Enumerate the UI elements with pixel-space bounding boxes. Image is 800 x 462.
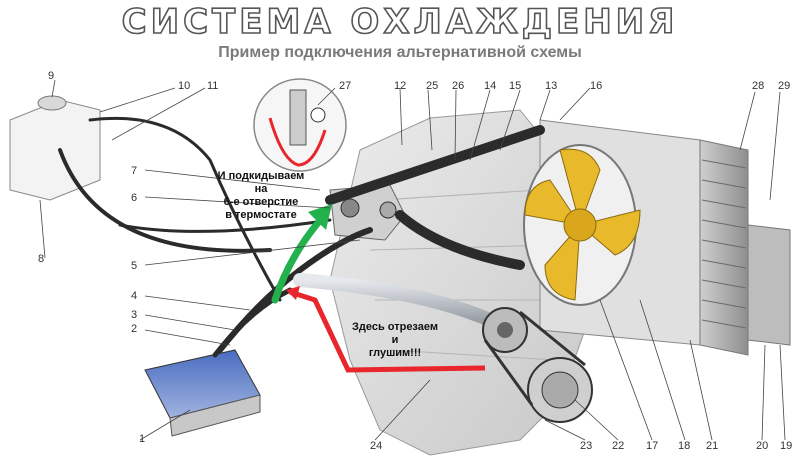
callout-12: 12	[394, 80, 407, 92]
callout-29: 29	[778, 80, 791, 92]
annotation-top: И подкидываем на 6-е отверстие в термост…	[196, 170, 326, 222]
callout-23: 23	[580, 440, 593, 452]
callout-13: 13	[545, 80, 558, 92]
metal-pipe	[293, 273, 497, 327]
callout-14: 14	[484, 80, 497, 92]
fan	[523, 144, 641, 306]
callout-19: 19	[780, 440, 793, 452]
callout-24: 24	[370, 440, 383, 452]
callout-7: 7	[131, 165, 138, 177]
callout-leaders	[39, 79, 786, 441]
red-cut-line	[286, 286, 486, 373]
callout-25: 25	[426, 80, 439, 92]
callout-16: 16	[590, 80, 603, 92]
callout-4: 4	[131, 290, 138, 302]
callout-18: 18	[678, 440, 691, 452]
callout-17: 17	[646, 440, 659, 452]
inset-detail	[253, 78, 347, 172]
callout-26: 26	[452, 80, 465, 92]
annotation-bottom-line: глушим!!!	[368, 347, 422, 359]
callout-11: 11	[207, 80, 219, 92]
annotation-top-line: в термостате	[225, 209, 297, 221]
callout-8: 8	[38, 253, 45, 265]
annotation-top-line: И подкидываем	[217, 170, 305, 182]
green-arrow	[271, 204, 332, 304]
annotation-bottom: Здесь отрезаем и глушим!!!	[335, 321, 455, 360]
callout-20: 20	[756, 440, 769, 452]
callout-15: 15	[509, 80, 522, 92]
pulleys	[482, 307, 593, 423]
callout-3: 3	[131, 309, 138, 321]
hoses	[58, 116, 545, 358]
callout-1: 1	[139, 433, 146, 445]
callout-9: 9	[48, 70, 55, 82]
callout-2: 2	[131, 323, 138, 335]
callout-28: 28	[752, 80, 765, 92]
callout-5: 5	[131, 260, 138, 272]
page-subtitle: Пример подключения альтернативной схемы	[218, 44, 582, 61]
callout-6: 6	[131, 192, 138, 204]
annotation-bottom-line: и	[391, 334, 399, 346]
callout-10: 10	[178, 80, 191, 92]
heater-core	[144, 349, 261, 437]
annotation-top-line: на	[254, 183, 268, 195]
page-title: СИСТЕМА ОХЛАЖДЕНИЯ	[121, 1, 679, 43]
callout-22: 22	[612, 440, 625, 452]
callout-27: 27	[339, 80, 352, 92]
callout-21: 21	[706, 440, 719, 452]
annotation-top-line: 6-е отверстие	[223, 196, 299, 208]
expansion-tank	[9, 95, 101, 201]
annotation-bottom-line: Здесь отрезаем	[351, 321, 438, 333]
